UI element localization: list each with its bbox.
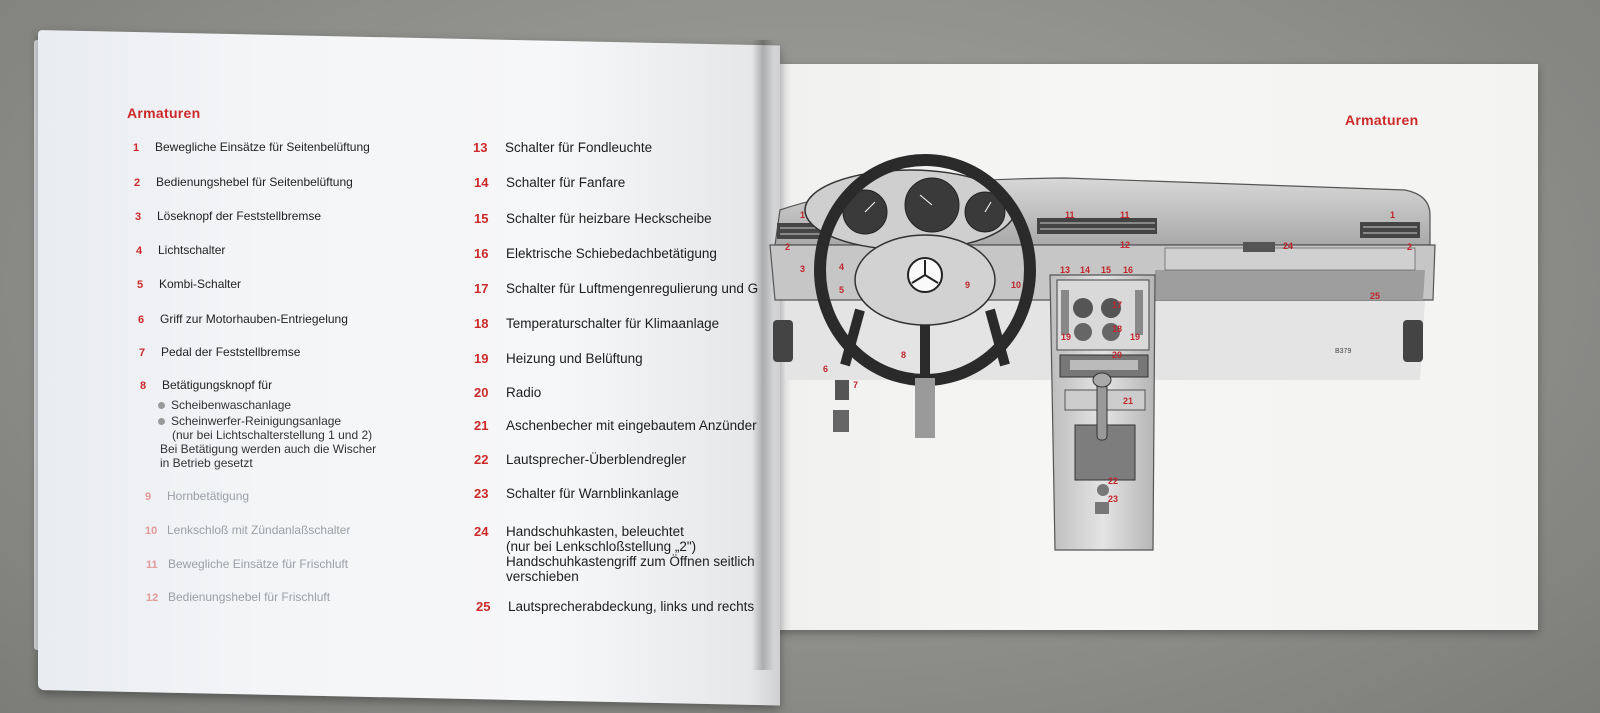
item24-line3: Handschuhkastengriff zum Öffnen seitlich [506, 554, 755, 569]
book-gutter [752, 40, 774, 670]
callout-label: 20 [1112, 350, 1122, 360]
figure-code: B379 [1335, 348, 1352, 355]
callout-label: 9 [965, 280, 970, 290]
item8-note-2: in Betrieb gesetzt [160, 456, 253, 470]
callout-label: 4 [839, 262, 844, 272]
right-page-heading: Armaturen [1345, 112, 1419, 128]
bullet-icon [158, 402, 165, 410]
item24-line4: verschieben [506, 569, 579, 584]
callout-label: 10 [1011, 280, 1021, 290]
callout-label: 19 [1061, 332, 1071, 342]
callout-label: 16 [1123, 265, 1133, 275]
item8-note-1: Bei Betätigung werden auch die Wischer [160, 442, 377, 456]
callout-label: 5 [839, 285, 844, 295]
callout-label: 14 [1080, 265, 1090, 275]
item8-sub-1: Scheibenwaschanlage [158, 398, 291, 412]
dashboard-illustration: 1 2 3 4 5 6 7 8 9 10 11 11 12 13 14 15 1… [769, 154, 1436, 551]
bullet-icon [158, 418, 165, 426]
callout-label: 22 [1108, 476, 1118, 486]
callout-label: 13 [1060, 265, 1070, 275]
callout-label: 2 [1407, 242, 1412, 252]
callout-label: 25 [1370, 291, 1380, 301]
callout-label: 6 [823, 364, 828, 374]
callout-label: 17 [1112, 300, 1122, 310]
callout-label: 15 [1101, 265, 1111, 275]
callout-label: 1 [800, 210, 805, 220]
item24-line2: (nur bei Lenkschloßstellung „2") [506, 539, 697, 554]
callout-label: 2 [785, 242, 790, 252]
item24-line1: Handschuhkasten, beleuchtet [506, 524, 684, 539]
callout-label: 24 [1283, 241, 1293, 251]
callout-label: 3 [800, 264, 805, 274]
callout-label: 7 [853, 380, 858, 390]
callout-label: 12 [1120, 240, 1130, 250]
callout-label: 23 [1108, 494, 1118, 504]
callout-label: 18 [1112, 324, 1122, 334]
callout-label: 21 [1123, 396, 1133, 406]
callout-label: 8 [901, 350, 906, 360]
legend-item-24: 24 Handschuhkasten, beleuchtet (nur bei … [474, 524, 755, 584]
callout-label: 11 [1065, 210, 1075, 220]
callout-label: 1 [1390, 210, 1395, 220]
callout-label: 19 [1130, 332, 1140, 342]
callout-label: 11 [1120, 210, 1130, 220]
item8-sub-2-note: (nur bei Lichtschalterstellung 1 und 2) [172, 428, 373, 442]
item8-sub-2: Scheinwerfer-Reinigungsanlage [158, 414, 341, 428]
left-page-heading: Armaturen [127, 105, 201, 121]
